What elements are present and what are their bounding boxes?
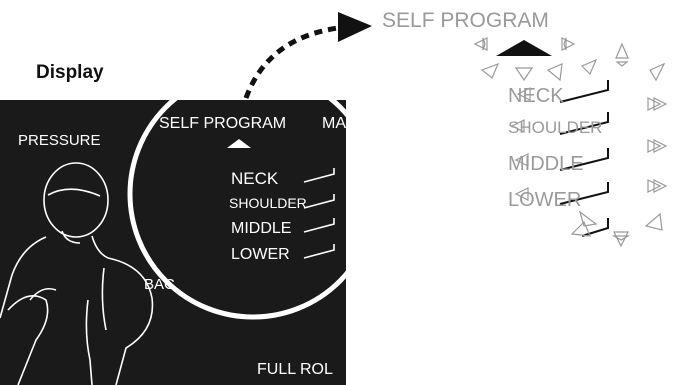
display-heading: Display xyxy=(36,62,104,83)
dashed-arrow-icon xyxy=(243,25,339,99)
indicator-triangles xyxy=(473,37,668,248)
callout-shoulder-label: SHOULDER xyxy=(508,118,603,137)
callout-neck-label: NECK xyxy=(508,85,564,107)
manual-label: MAN xyxy=(322,115,358,132)
level-bar-icon xyxy=(303,194,335,209)
level-bar-icon xyxy=(303,218,335,233)
callout-lower-label: LOWER xyxy=(508,189,582,211)
magnifier-lower-label: LOWER xyxy=(231,246,290,263)
display-panel xyxy=(0,100,346,385)
callout-middle-label: MIDDLE xyxy=(508,153,584,175)
level-bar-icon xyxy=(581,218,609,237)
level-bar-icon xyxy=(559,112,609,135)
callout-level-bars xyxy=(559,80,609,237)
pressure-label: PRESSURE xyxy=(18,132,101,149)
magnifier-shoulder-label: SHOULDER xyxy=(229,195,307,211)
arrow-head-icon xyxy=(338,12,372,42)
level-bar-icon xyxy=(303,168,335,183)
indicator-triangle-icon xyxy=(227,139,251,148)
full-roll-label: FULL ROL xyxy=(257,361,333,378)
level-bar-icon xyxy=(559,182,609,205)
level-bar-icon xyxy=(559,80,609,103)
callout-title: SELF PROGRAM xyxy=(382,9,549,32)
level-bar-icon xyxy=(559,148,609,171)
self-program-panel-label: SELF PROGRAM xyxy=(159,115,287,132)
seated-person-icon xyxy=(0,162,154,385)
indicator-triangle-icon xyxy=(496,40,552,56)
magnifier-level-bars xyxy=(303,168,335,259)
magnifier-neck-label: NECK xyxy=(231,169,279,188)
back-label: BAC xyxy=(144,276,175,293)
magnifier-middle-label: MIDDLE xyxy=(231,220,292,237)
magnifier-circle xyxy=(127,68,379,320)
level-bar-icon xyxy=(303,244,335,259)
